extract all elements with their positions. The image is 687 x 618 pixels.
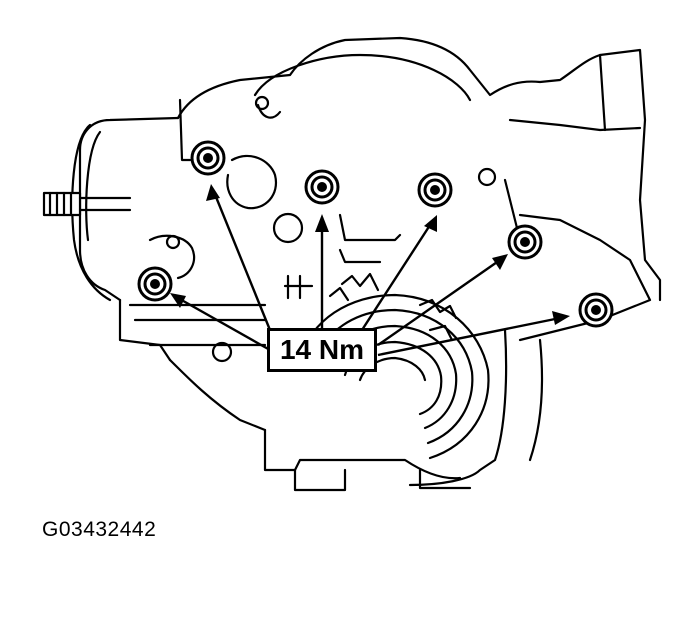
torque-callout-label: 14 Nm — [279, 334, 365, 365]
bolt-group — [137, 140, 614, 328]
leader-right-upper — [377, 259, 501, 346]
leader-right-lower — [377, 316, 561, 357]
bolt-top-right — [417, 172, 453, 208]
arrowhead-top-center — [315, 214, 329, 232]
leader-top-left — [212, 191, 274, 336]
leader-lines — [177, 191, 561, 357]
leader-top-right — [360, 221, 434, 331]
figure-code-label: G03432442 — [42, 518, 157, 541]
bolt-right-upper — [507, 224, 543, 260]
torque-callout-box: 14 Nm — [267, 328, 377, 372]
engine-housing-outline — [42, 36, 662, 492]
bolt-top-center — [304, 169, 340, 205]
arrowhead-right-upper — [492, 254, 508, 270]
arrowheads — [170, 184, 570, 325]
bolt-top-left — [190, 140, 226, 176]
bolt-right-lower — [578, 292, 614, 328]
arrowhead-right-lower — [552, 311, 570, 325]
arrowhead-top-right — [424, 215, 437, 232]
arrowhead-top-left — [206, 184, 220, 201]
arrowhead-left-lower — [170, 293, 186, 308]
bolt-left-lower — [137, 266, 173, 302]
leader-left-lower — [177, 296, 271, 352]
